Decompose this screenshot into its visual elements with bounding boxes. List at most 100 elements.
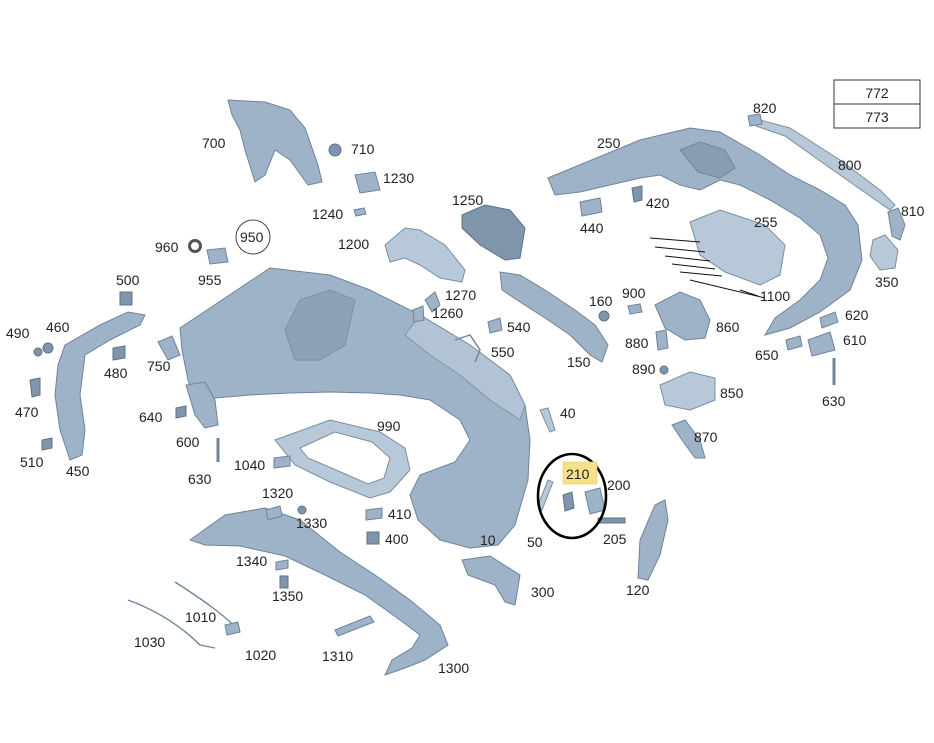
seal-ring-960 (188, 239, 202, 253)
bracket-750 (157, 335, 181, 361)
label-1200: 1200 (338, 236, 369, 252)
label-1250: 1250 (452, 192, 483, 208)
label-750: 750 (147, 358, 171, 374)
bumper-cover (179, 267, 531, 549)
reflector-350 (869, 234, 899, 271)
clip-400 (366, 531, 380, 545)
clip-420 (631, 185, 643, 203)
ring-950 (235, 219, 271, 255)
label-200: 200 (607, 477, 631, 493)
label-955: 955 (198, 272, 222, 288)
label-205: 205 (603, 531, 627, 547)
bumper-cover-recess (284, 289, 356, 361)
label-610: 610 (843, 332, 867, 348)
screw-510 (41, 437, 53, 451)
label-960: 960 (155, 239, 179, 255)
label-1270: 1270 (445, 287, 476, 303)
label-850: 850 (720, 385, 744, 401)
clip-1320 (265, 505, 283, 521)
leader-1100 (739, 289, 759, 297)
frame-990-inner (299, 431, 391, 485)
label-40: 40 (560, 405, 576, 421)
label-600: 600 (176, 434, 200, 450)
label-410: 410 (388, 506, 412, 522)
cover-1200 (384, 227, 466, 283)
bracket-300 (461, 555, 521, 606)
label-550: 550 (491, 344, 515, 360)
label-490: 490 (6, 325, 30, 341)
label-990: 990 (377, 418, 401, 434)
plug-710 (328, 143, 342, 157)
bracket-700 (227, 99, 323, 186)
label-50: 50 (527, 534, 543, 550)
label-1240: 1240 (312, 206, 343, 222)
label-1320: 1320 (262, 485, 293, 501)
label-1310: 1310 (322, 648, 353, 664)
diffuser-1300 (188, 507, 449, 676)
upper-cover (547, 127, 863, 336)
trim-strip-800 (755, 119, 896, 211)
bracket-870 (671, 419, 706, 459)
label-620: 620 (845, 307, 869, 323)
label-710: 710 (351, 141, 375, 157)
cover-1250 (461, 204, 526, 261)
bumper-cover-edge (404, 314, 526, 421)
label-1330: 1330 (296, 515, 327, 531)
label-800: 800 (838, 157, 862, 173)
label-470: 470 (15, 404, 39, 420)
highlight-ellipse (536, 452, 608, 540)
label-880: 880 (625, 335, 649, 351)
screw-890 (659, 365, 669, 375)
upper-cover-slot (679, 141, 736, 179)
nut-160 (598, 310, 610, 322)
label-860: 860 (716, 319, 740, 335)
label-500: 500 (116, 272, 140, 288)
label-870: 870 (694, 429, 718, 445)
bracket-450 (54, 311, 146, 461)
clip-620 (819, 311, 839, 329)
clip-490 (33, 347, 43, 357)
label-440: 440 (580, 220, 604, 236)
label-160: 160 (589, 293, 613, 309)
label-630-left: 630 (188, 471, 212, 487)
part-540 (487, 317, 503, 334)
label-400: 400 (385, 531, 409, 547)
part-labels: 210 10 40 50 120 150 160 200 205 250 255… (6, 100, 925, 676)
bracket-1260 (412, 305, 425, 323)
connector-1020 (224, 621, 241, 636)
cable-1030 (127, 599, 216, 649)
label-630-right: 630 (822, 393, 846, 409)
label-640: 640 (139, 409, 163, 425)
screw-1350 (279, 575, 289, 589)
label-900: 900 (622, 285, 646, 301)
clip-640 (175, 405, 187, 419)
bracket-600 (185, 381, 219, 429)
label-1350: 1350 (272, 588, 303, 604)
label-1340: 1340 (236, 553, 267, 569)
trim-40 (539, 407, 556, 433)
label-210: 210 (566, 466, 590, 482)
label-1010: 1010 (185, 609, 216, 625)
heatshield-850 (659, 371, 716, 411)
trim-end-810 (887, 207, 906, 241)
clip-1240 (353, 207, 367, 217)
cable-550 (454, 334, 481, 363)
clip-900 (627, 303, 643, 315)
clip-410 (365, 507, 383, 521)
bracket-610 (807, 331, 836, 357)
bracket-1230 (354, 171, 381, 194)
label-bg-210 (562, 461, 598, 485)
label-700: 700 (202, 135, 226, 151)
strip-1310 (334, 615, 375, 637)
clip-820 (747, 113, 763, 127)
label-1020: 1020 (245, 647, 276, 663)
clip-500 (119, 291, 133, 306)
label-1300: 1300 (438, 660, 469, 676)
bracket-880 (655, 329, 669, 351)
clip-1040 (273, 455, 291, 469)
label-480: 480 (104, 365, 128, 381)
sensor-955 (206, 247, 229, 265)
label-820: 820 (753, 100, 777, 116)
screw-470 (29, 377, 41, 398)
